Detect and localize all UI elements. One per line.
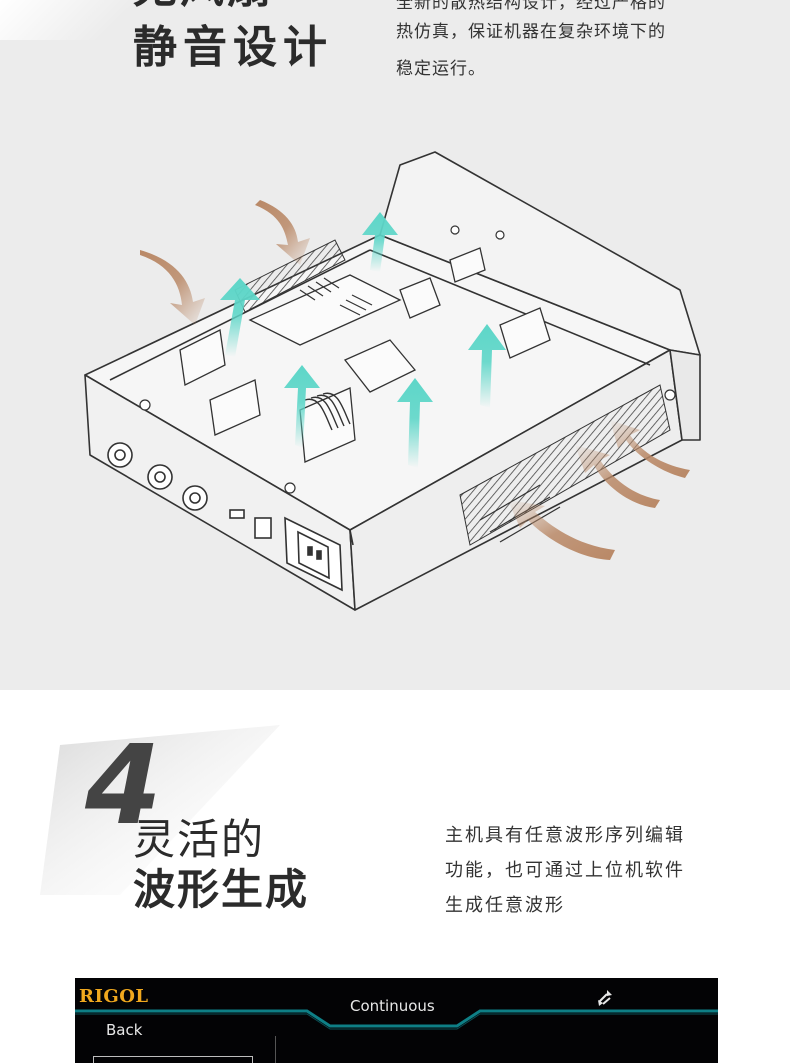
description-line1: 主机具有任意波形序列编辑 (445, 825, 685, 846)
description-line3: 生成任意波形 (445, 895, 565, 916)
mode-label: Continuous (350, 997, 435, 1015)
corner-glow (0, 0, 160, 40)
menu-item-box[interactable] (93, 1056, 253, 1063)
airflow-in-arrows (140, 200, 690, 560)
feature-number: 4 (85, 721, 162, 849)
device-airflow-illustration (84, 151, 701, 611)
description-line3: 稳定运行。 (396, 59, 486, 79)
description-line2: 功能，也可通过上位机软件 (445, 860, 685, 881)
section-title-line2: 波形生成 (133, 865, 310, 914)
brand-logo: RIGOL (79, 986, 149, 1007)
sync-icon[interactable] (593, 986, 617, 1010)
screen-header-bar (75, 1009, 718, 1030)
back-button[interactable]: Back (106, 1021, 143, 1039)
description-line2: 热仿真，保证机器在复杂环境下的 (396, 22, 666, 42)
section-title-line1: 无风扇 (133, 0, 274, 16)
section-title-line2: 静音设计 (133, 22, 333, 73)
description-line1: 全新的散热结构设计，经过严格的 (396, 0, 666, 13)
instrument-screen: RIGOL Continuous Back (75, 978, 718, 1063)
menu-separator (275, 1036, 276, 1063)
heat-design-section: 无风扇 静音设计 全新的散热结构设计，经过严格的 热仿真，保证机器在复杂环境下的… (0, 0, 790, 690)
airflow-out-arrows (220, 212, 506, 468)
section-title-line1: 灵活的 (133, 815, 266, 864)
feature-number-graphic (40, 725, 280, 895)
